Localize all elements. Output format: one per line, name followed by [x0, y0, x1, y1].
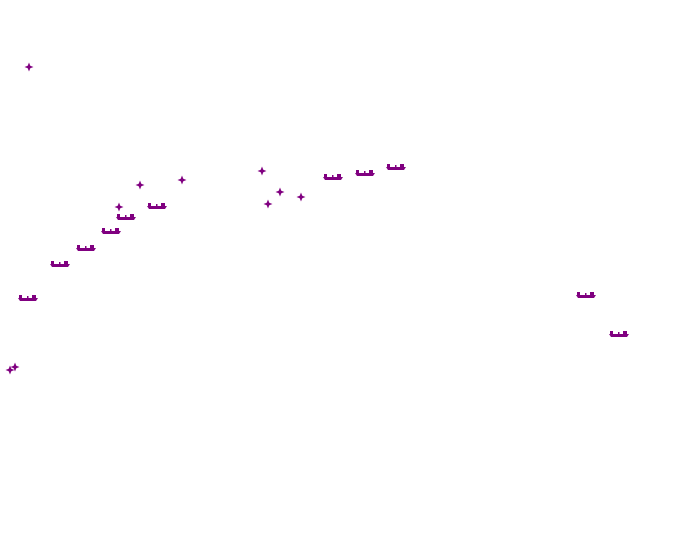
four-point-star-icon[interactable] [5, 365, 15, 375]
four-point-star-icon[interactable] [24, 62, 34, 72]
ship-icon[interactable] [116, 214, 136, 220]
four-point-star-icon[interactable] [114, 202, 124, 212]
four-point-star-icon[interactable] [257, 166, 267, 176]
four-point-star-icon[interactable] [296, 192, 306, 202]
ship-icon[interactable] [18, 295, 38, 301]
four-point-star-icon[interactable] [275, 187, 285, 197]
ship-icon[interactable] [50, 261, 70, 267]
ship-icon[interactable] [576, 292, 596, 298]
ship-icon[interactable] [386, 164, 406, 170]
four-point-star-icon[interactable] [10, 362, 20, 372]
marker-layer [5, 62, 629, 375]
ship-icon[interactable] [609, 331, 629, 337]
ship-icon[interactable] [101, 228, 121, 234]
ship-icon[interactable] [76, 245, 96, 251]
four-point-star-icon[interactable] [135, 180, 145, 190]
four-point-star-icon[interactable] [263, 199, 273, 209]
four-point-star-icon[interactable] [177, 175, 187, 185]
ship-icon[interactable] [323, 174, 343, 180]
ship-icon[interactable] [355, 170, 375, 176]
ship-icon[interactable] [147, 203, 167, 209]
